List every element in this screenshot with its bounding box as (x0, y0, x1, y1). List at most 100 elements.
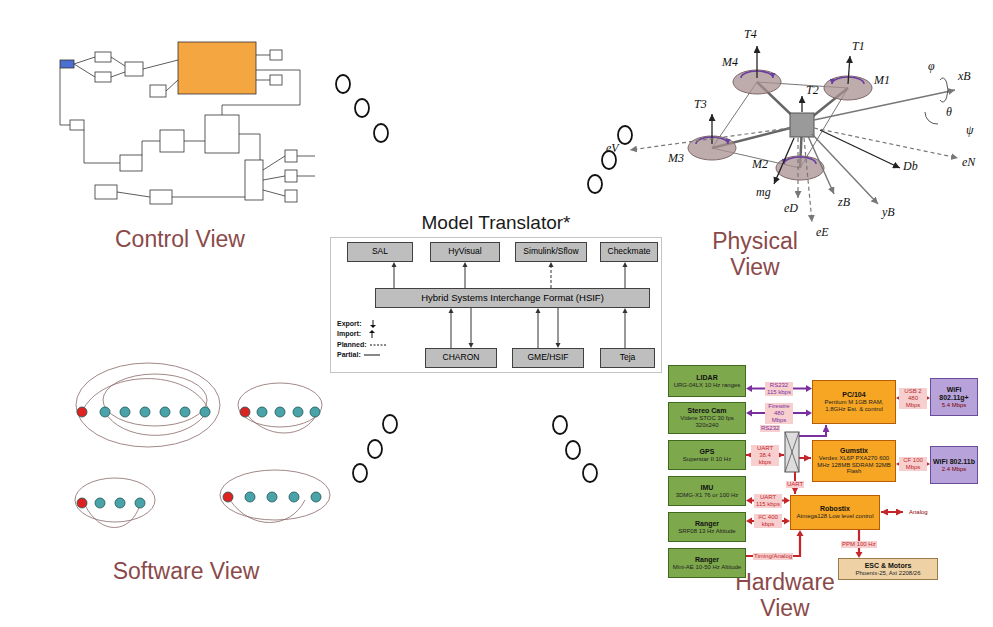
legend-text: Import: (337, 330, 361, 338)
arrowhead (746, 385, 752, 392)
symbol-label: zB (838, 196, 850, 210)
label-holder: T3 (694, 98, 707, 112)
sensor-box: RangerSRF08 13 Hz Altitude (668, 512, 746, 542)
processor-box: GumstixVerdex XL6P PXA270 600 MHz 128MB … (812, 440, 896, 482)
label-holder: eN (962, 156, 975, 170)
symbol-label: T4 (744, 28, 757, 42)
component-name: GPS (672, 448, 742, 456)
tool-box: Teja (600, 348, 655, 368)
label-holder: USB 2 480 Mbps (899, 388, 927, 409)
view-title: Physical View (705, 228, 805, 281)
processor-box: RobostixAtmega128 Low level control (790, 495, 880, 530)
label-holder: CF 100 Mbps (899, 457, 927, 471)
label-holder: Firewire 480 Mbps (765, 403, 793, 424)
component-spec: Superstar II 10 Hz (672, 456, 742, 463)
label-holder: M4 (722, 56, 738, 70)
label-holder: mg (756, 186, 771, 200)
label-holder: zB (838, 196, 850, 210)
label-holder: θ (946, 106, 952, 120)
tool-name: SAL (350, 247, 410, 257)
legend-text: Partial: (337, 351, 361, 359)
format-name: Hybrid Systems Interchange Format (HSIF) (378, 293, 647, 304)
link-label: Timing/Analog (753, 553, 793, 560)
arrowhead (623, 262, 628, 267)
connector-line (394, 266, 395, 288)
thought-bubbles (336, 75, 632, 482)
connector-line (625, 266, 626, 288)
component-spec: 3DMG-X1 76 or 100 Hz (672, 492, 742, 499)
label-holder: UART 115 kbps (754, 494, 782, 508)
link-label: I²C 400 kbps (754, 514, 782, 528)
arrowhead (449, 308, 454, 313)
component-name: Stereo Cam (672, 407, 742, 415)
link-label: USB 2 480 Mbps (899, 388, 927, 409)
legend-sample (364, 351, 380, 359)
sensor-box: IMU3DMG-X1 76 or 100 Hz (668, 476, 746, 506)
radio-box: WiFi 802.11b2.4 Mbps (930, 446, 978, 484)
component-spec: 2.4 Mbps (933, 466, 975, 473)
legend-sample (365, 320, 381, 328)
component-spec: Videre STOC 30 fps 320x240 (672, 415, 742, 429)
symbol-label: ψ (966, 124, 973, 138)
sensor-box: RangerMini-AE 10-50 Hz Altitude (668, 548, 746, 578)
tool-box: Simulink/Sflow (515, 242, 587, 262)
label-holder: M2 (752, 158, 768, 172)
component-spec: Atmega128 Low level control (794, 513, 876, 520)
connector-line (551, 266, 552, 288)
label-holder: M1 (874, 74, 890, 88)
interchange-box: Hybrid Systems Interchange Format (HSIF) (375, 288, 650, 308)
component-spec: Verdex XL6P PXA270 600 MHz 128MB SDRAM 3… (816, 455, 892, 476)
label-holder: Timing/Analog (753, 553, 793, 560)
component-name: Ranger (672, 556, 742, 564)
component-spec: URG-04LX 10 Hz ranges (672, 382, 742, 389)
actuator-box: ESC & MotorsPhoenix-25, Axi 2208/26 (838, 558, 938, 580)
label-holder: xB (958, 70, 971, 84)
view-ellipse: Control View (10, 5, 350, 295)
component-spec: Pentium M 1GB RAM, 1.8GHz Est. & control (816, 399, 892, 413)
connector-line (471, 308, 472, 344)
label-holder: T1 (852, 40, 865, 54)
signal-label: Analog (909, 509, 928, 516)
arrowhead (536, 308, 541, 313)
connector-line (558, 308, 559, 344)
sensor-box: GPSSuperstar II 10 Hz (668, 440, 746, 470)
label-holder: eE (816, 226, 829, 240)
symbol-label: eV (606, 142, 619, 156)
connector (549, 262, 554, 288)
symbol-label: M1 (874, 74, 890, 88)
sensor-box: LIDARURG-04LX 10 Hz ranges (668, 365, 746, 397)
legend-text: Planned: (337, 341, 367, 349)
tool-name: Simulink/Sflow (518, 247, 584, 257)
quadrotor-figure (630, 46, 958, 222)
connector-line (465, 266, 466, 288)
label-holder: M3 (668, 152, 684, 166)
tool-box: CHARON (425, 348, 497, 368)
arrowhead (463, 262, 468, 267)
tool-name: Checkmate (603, 247, 655, 257)
label-holder: RS232 (760, 425, 780, 432)
label-holder: UART 38.4 kbps (751, 445, 779, 466)
symbol-label: T1 (852, 40, 865, 54)
component-name: Ranger (672, 520, 742, 528)
legend-sample (364, 330, 380, 338)
connector-line (451, 312, 452, 348)
tool-name: CHARON (428, 353, 494, 363)
arrowhead (623, 308, 628, 313)
label-holder: yB (882, 206, 895, 220)
link-label: Firewire 480 Mbps (765, 403, 793, 424)
label-holder: T2 (806, 84, 819, 98)
legend-row: Import: (337, 330, 380, 338)
link-label: PPM 100 Hz (841, 541, 877, 548)
symbol-label: T2 (806, 84, 819, 98)
legend-sample (370, 341, 386, 349)
state-machines (75, 363, 330, 528)
connector (469, 308, 474, 348)
symbol-label: T3 (694, 98, 707, 112)
arrowhead (392, 262, 397, 267)
tool-box: GME/HSIF (512, 348, 584, 368)
label-holder: RS232 115 kbps (765, 382, 793, 396)
symbol-label: M4 (722, 56, 738, 70)
